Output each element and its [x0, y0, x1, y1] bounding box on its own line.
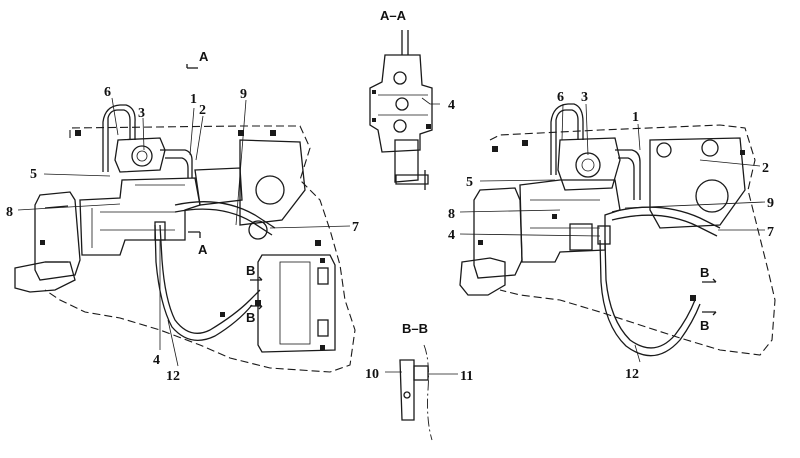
left-filter-block	[194, 167, 243, 206]
right-engine-outline	[489, 124, 776, 356]
left-leaders	[17, 97, 351, 367]
left-bolts	[40, 130, 325, 350]
left-gear-housing	[239, 139, 306, 226]
bb-callout-11: 11	[460, 369, 473, 384]
aa-callout-4: 4	[448, 98, 455, 113]
right-flywheel-housing	[473, 187, 523, 279]
right-hp-pump	[557, 137, 621, 191]
left-marker-b-bottom: B	[246, 310, 255, 325]
right-section-b-bottom	[702, 311, 717, 316]
right-callout-4: 4	[448, 228, 455, 243]
left-section-a-bottom	[188, 231, 201, 238]
left-callout-5: 5	[30, 167, 37, 182]
right-callout-7: 7	[767, 225, 774, 240]
left-callout-12: 12	[166, 369, 180, 384]
left-cable-12	[159, 224, 261, 334]
right-section-b-top	[702, 278, 717, 283]
right-oil-filter	[569, 223, 593, 251]
bb-callout-10: 10	[365, 367, 379, 382]
right-pipe-7	[611, 206, 721, 229]
right-pump-body	[519, 179, 621, 263]
section-bb-detail	[385, 344, 458, 441]
aa-bracket	[394, 139, 419, 183]
left-callout-6: 6	[104, 85, 111, 100]
aa-body	[369, 54, 433, 153]
left-marker-b-top: B	[246, 263, 255, 278]
left-callout-1: 1	[190, 92, 197, 107]
left-mount-foot	[14, 261, 76, 293]
left-callout-7: 7	[352, 220, 359, 235]
left-marker-a-top: A	[199, 49, 209, 64]
right-callout-8: 8	[448, 207, 455, 222]
left-fuel-line-2	[165, 157, 189, 178]
left-pipe-7	[174, 201, 276, 229]
left-callout-9: 9	[240, 87, 247, 102]
bb-clamp	[399, 359, 415, 421]
right-callout-9: 9	[767, 196, 774, 211]
right-gear-housing	[649, 137, 746, 229]
right-fuel-line-1	[615, 149, 641, 200]
left-starter-motor	[257, 254, 336, 353]
right-fuel-line-2	[618, 157, 635, 200]
right-callout-6: 6	[557, 90, 564, 105]
left-engine-view	[14, 64, 356, 373]
aa-bolt	[395, 170, 429, 190]
right-leaders	[459, 103, 766, 363]
left-hp-pump	[114, 137, 166, 173]
left-engine-outline	[44, 125, 356, 373]
left-callout-2: 2	[199, 103, 206, 118]
aa-stem	[401, 30, 409, 55]
bb-surface-line	[423, 344, 433, 441]
section-aa-detail	[369, 30, 440, 190]
right-sensor-4	[597, 225, 611, 245]
left-callout-4: 4	[153, 353, 160, 368]
left-pump-body	[79, 177, 201, 256]
left-flywheel-housing	[34, 191, 81, 281]
left-callout-8: 8	[6, 205, 13, 220]
right-bolts	[478, 140, 745, 301]
right-cable-12	[604, 239, 696, 349]
right-pipe-6	[555, 109, 579, 175]
right-marker-b-top: B	[700, 265, 709, 280]
right-callout-1: 1	[632, 110, 639, 125]
right-callout-3: 3	[581, 90, 588, 105]
right-callout-12: 12	[625, 367, 639, 382]
right-mount-foot	[459, 257, 506, 296]
right-pump-gear	[575, 152, 601, 178]
section-aa-title: A–A	[380, 8, 407, 23]
left-marker-a-bottom: A	[198, 242, 208, 257]
left-pump-gear	[131, 145, 153, 167]
section-bb-title: B–B	[402, 321, 428, 336]
left-pipe-6	[107, 109, 131, 172]
right-callout-5: 5	[466, 175, 473, 190]
right-callout-2: 2	[762, 161, 769, 176]
left-section-b-top	[250, 276, 263, 281]
right-marker-b-bottom: B	[700, 318, 709, 333]
left-section-b-bottom	[250, 305, 263, 310]
left-callout-3: 3	[138, 106, 145, 121]
right-engine-view	[459, 103, 776, 363]
